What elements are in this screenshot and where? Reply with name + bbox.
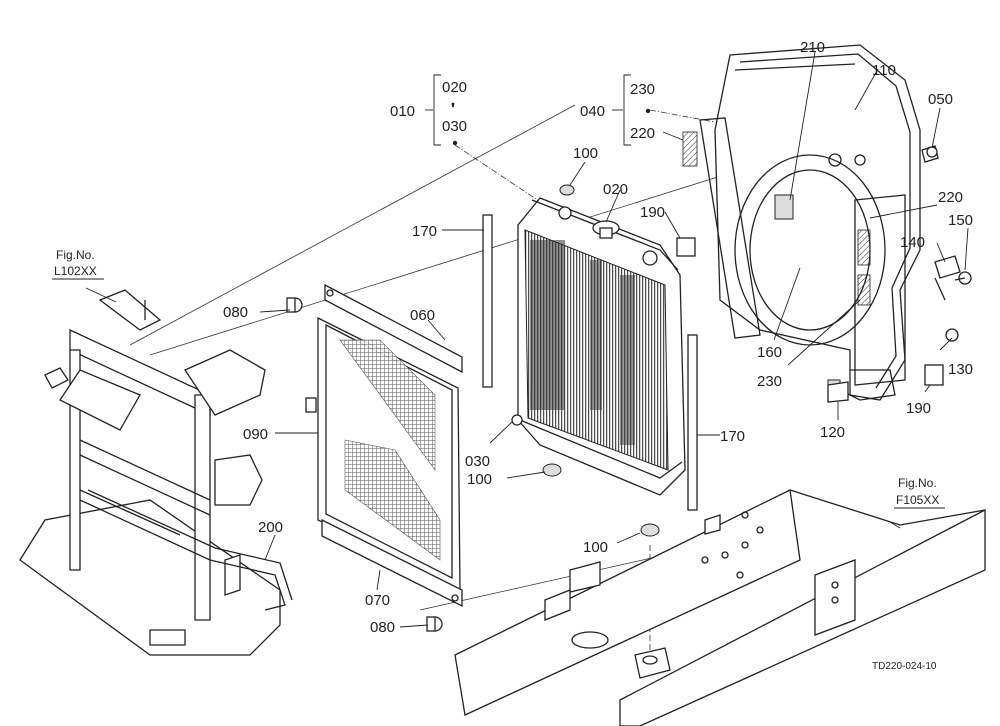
fig-ref-f105xx: Fig.No. F105XX (894, 476, 945, 509)
drawing-code: TD220-024-10 (872, 661, 937, 672)
bolt-150 (954, 271, 972, 285)
fig-ref-label: Fig.No. (898, 476, 937, 490)
seal-strip-170-left (482, 214, 493, 388)
seal-220-left (682, 131, 698, 167)
fig-ref-label: Fig.No. (56, 248, 95, 262)
radiator-cap-020 (592, 220, 620, 239)
callout-230-bottom: 230 (757, 373, 782, 390)
callout-030-bottom: 030 (465, 453, 490, 470)
callout-200: 200 (258, 519, 283, 536)
fig-ref-l102xx: Fig.No. L102XX (52, 248, 104, 280)
callout-130: 130 (948, 361, 973, 378)
callout-190-top: 190 (640, 204, 665, 221)
callout-010: 010 (390, 103, 415, 120)
callout-070: 070 (365, 592, 390, 609)
callout-090: 090 (243, 426, 268, 443)
callout-160: 160 (757, 344, 782, 361)
callout-220-right: 220 (938, 189, 963, 206)
callout-040: 040 (580, 103, 605, 120)
seal-strip-170-right (687, 334, 698, 511)
rubber-100-low (640, 523, 660, 537)
pin-140 (934, 255, 961, 301)
bolt-050 (921, 145, 939, 163)
main-frame-right (454, 489, 986, 726)
fig-ref-code: L102XX (54, 264, 97, 278)
screen-090 (305, 316, 461, 592)
callout-030-top: 030 (442, 118, 467, 135)
front-frame-left (19, 289, 281, 656)
callout-100-top: 100 (573, 145, 598, 162)
bracket-120 (827, 381, 849, 403)
separator-dot (451, 104, 455, 108)
rubber-100-top (559, 184, 575, 196)
callout-190-bottom: 190 (906, 400, 931, 417)
callout-020-cap: 020 (603, 181, 628, 198)
callout-080-top: 080 (223, 304, 248, 321)
bolt-080-bottom (426, 616, 443, 632)
callout-120: 120 (820, 424, 845, 441)
callout-110: 110 (872, 62, 896, 79)
callout-140: 140 (900, 234, 925, 251)
fan-shroud (699, 44, 921, 401)
callout-170-bottom: 170 (720, 428, 745, 445)
pad-190-right (924, 364, 944, 386)
callout-220-top: 220 (630, 125, 655, 142)
callout-100-mid: 100 (467, 471, 492, 488)
fig-ref-code: F105XX (896, 493, 939, 507)
callout-020-top: 020 (442, 79, 467, 96)
bolt-080-top (286, 297, 303, 313)
pipe-200 (79, 489, 293, 611)
leader-lines (85, 51, 969, 628)
radiator-core (517, 197, 686, 496)
callout-labels: 010 020 030 040 230 220 210 110 050 100 … (223, 39, 973, 636)
callout-230-top: 230 (630, 81, 655, 98)
callout-080-bottom: 080 (370, 619, 395, 636)
rubber-100-mid (542, 463, 562, 477)
callout-150: 150 (948, 212, 973, 229)
bracket-060 (324, 283, 463, 374)
drain-030 (511, 414, 523, 426)
callout-100-low: 100 (583, 539, 608, 556)
bolt-130 (945, 328, 959, 342)
bracket-070 (321, 518, 463, 608)
callout-050: 050 (928, 91, 953, 108)
callout-210: 210 (800, 39, 825, 56)
callout-060: 060 (410, 307, 435, 324)
pad-190-left (676, 237, 696, 257)
callout-170-top: 170 (412, 223, 437, 240)
